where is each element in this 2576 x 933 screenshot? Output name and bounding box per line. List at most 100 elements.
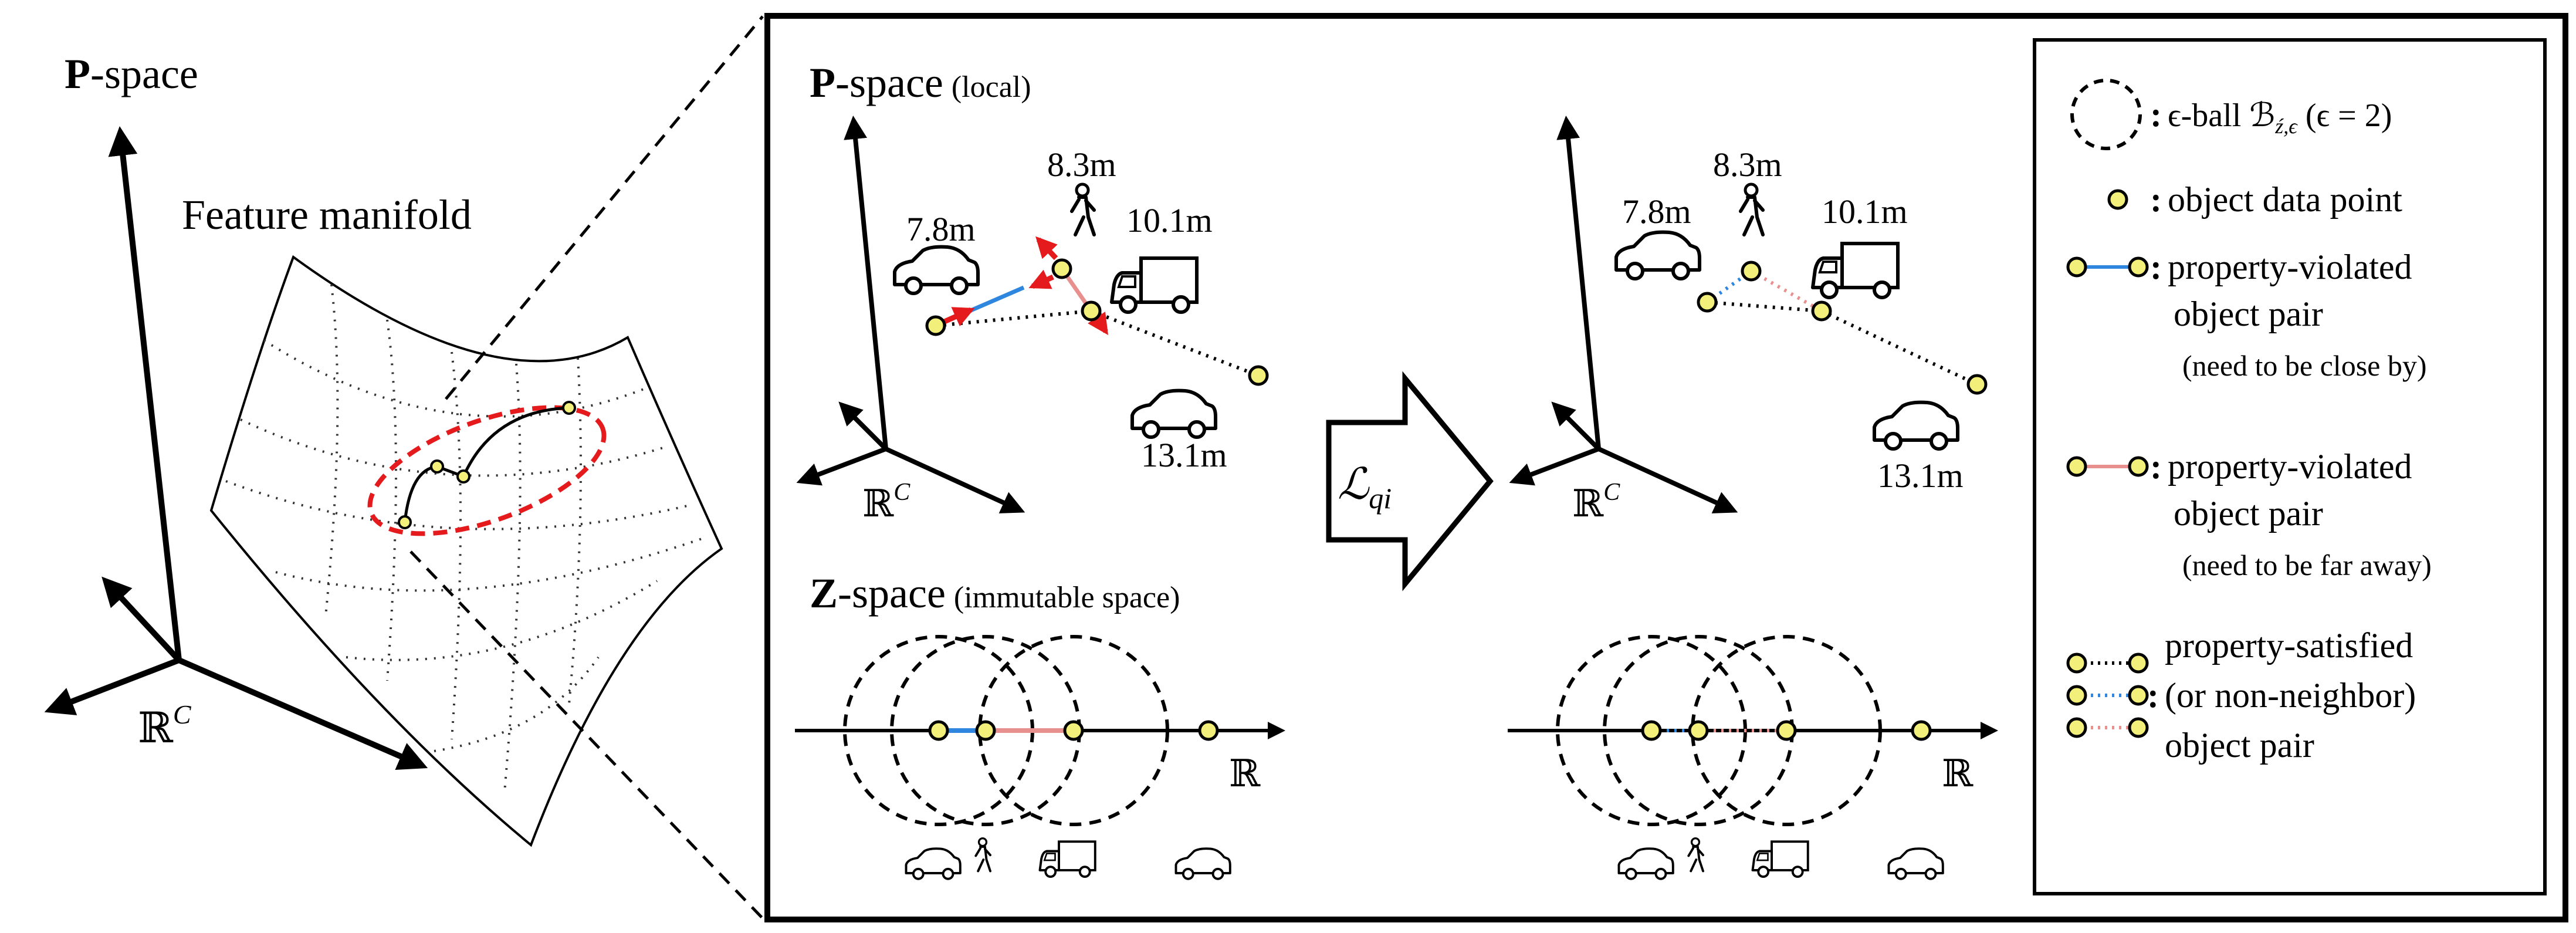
point-truck (1081, 300, 1102, 322)
dist2-car-left: 7.8m (1622, 192, 1691, 231)
pair2-pink (1750, 269, 1823, 313)
pair2-dotted-2 (1820, 309, 1978, 386)
car-icon-left (895, 247, 978, 293)
z2-ped-icon (1687, 837, 1704, 873)
z-point-1 (928, 720, 949, 741)
legend-satisfied-line1: property-satisfied (2165, 626, 2413, 665)
z-point-4 (1198, 720, 1219, 741)
big-arrow-shape (1326, 371, 1494, 591)
left-space-title-bold: P (65, 50, 90, 97)
point2-car-left (1697, 292, 1718, 313)
zoom-box (764, 13, 2568, 922)
p-axis-left (796, 447, 887, 486)
zoom-line-bottom (409, 550, 764, 920)
z-car-icon-2 (1174, 847, 1231, 880)
legend-data-point: :object data point (2150, 180, 2402, 219)
legend-pink-note: (need to be far away) (2182, 549, 2432, 582)
truck2-icon (1813, 244, 1898, 298)
left-axis-up-left (101, 576, 181, 662)
manifold-point-4 (562, 401, 576, 415)
z-truck-icon (1038, 840, 1096, 878)
red-arrow-2 (1028, 269, 1054, 289)
p-axis2-up-left (1551, 401, 1600, 451)
left-axes (44, 126, 428, 770)
legend-eps-ball-text: :ϵ-ball ℬź,ϵ(ϵ = 2) (2150, 95, 2392, 138)
point-car-far (1248, 365, 1269, 386)
feature-manifold (209, 255, 723, 847)
zoom-line-top (445, 15, 764, 400)
car-icon-far (1132, 391, 1216, 437)
pair2-dotted-1 (1707, 300, 1822, 313)
dist2-pedestrian: 8.3m (1713, 146, 1782, 184)
z-axis-label: ℝ (1229, 753, 1261, 795)
point2-truck (1811, 300, 1832, 322)
dist-pedestrian: 8.3m (1047, 146, 1116, 184)
z-ped-icon (974, 837, 991, 873)
point2-car-far (1966, 374, 1988, 395)
p-axis-up-left (838, 401, 888, 451)
legend-blue-pair-icon (2066, 256, 2149, 278)
z-point-3 (1063, 720, 1084, 741)
left-axis-right (178, 657, 428, 770)
z2-car-icon-2 (1887, 847, 1944, 880)
p-space-before: P-space(local) ℝC 7.8m 8.3m 10.1m 13.1m (796, 59, 1269, 525)
legend-satisfied-line3: object pair (2165, 726, 2314, 765)
pedestrian2-icon (1741, 184, 1763, 235)
neighborhood-ellipse (367, 405, 607, 536)
left-axis-vertical (108, 126, 182, 661)
legend-pink-pair-icon (2066, 456, 2149, 477)
left-space-title-rest: -space (90, 50, 198, 97)
manifold-point-3 (456, 469, 470, 484)
z2-axis-label: ℝ (1942, 753, 1974, 795)
red-arrow-3 (1035, 236, 1058, 261)
z2-point-3 (1776, 720, 1797, 741)
point-pedestrian (1051, 258, 1072, 279)
z2-point-2 (1688, 720, 1709, 741)
p-axis2-vertical (1556, 116, 1601, 449)
legend: :ϵ-ball ℬź,ϵ(ϵ = 2) :object data point :… (2033, 38, 2547, 895)
dist-car-left: 7.8m (906, 210, 976, 248)
left-space-title: P-space (65, 50, 198, 97)
legend-blue-line2: object pair (2174, 295, 2323, 333)
truck-icon (1112, 258, 1197, 312)
legend-eps-ball-icon (2070, 79, 2142, 150)
legend-blue-line1: :property-violated (2150, 248, 2412, 286)
loss-arrow: ℒqi (1326, 371, 1494, 591)
z2-truck-icon (1751, 840, 1809, 878)
legend-blue-note: (need to be close by) (2182, 349, 2427, 382)
p-axis2-left (1509, 447, 1600, 486)
dist-truck: 10.1m (1126, 201, 1213, 239)
manifold-outline (209, 255, 723, 847)
legend-pink-line1: :property-violated (2150, 447, 2412, 486)
legend-satisfied-icons (2066, 653, 2149, 738)
left-axis-label: ℝC (138, 699, 192, 752)
loss-label: ℒqi (1338, 461, 1392, 515)
dist-car-far: 13.1m (1141, 436, 1227, 474)
p-axis-right (885, 447, 1025, 513)
red-arrow-1 (943, 307, 975, 327)
left-axis-left (44, 657, 180, 715)
z2-car-icon-1 (1617, 847, 1674, 880)
p-axis2-label: ℝC (1572, 479, 1620, 525)
car2-icon-left (1616, 232, 1700, 279)
z-point-2 (975, 720, 996, 741)
p-axis2-right (1597, 447, 1738, 513)
legend-satisfied-line2: (or non-neighbor) (2165, 676, 2416, 715)
p-space-after: ℝC 7.8m 8.3m 10.1m 13.1m (1509, 116, 1988, 525)
z-space-title: Z-space(immutable space) (810, 570, 1180, 617)
pair-dotted-2 (1090, 309, 1260, 377)
pedestrian-icon (1072, 184, 1094, 235)
manifold-grid (225, 284, 708, 793)
manifold-point-2 (430, 459, 444, 474)
manifold-point-1 (398, 515, 412, 529)
z2-point-1 (1641, 720, 1662, 741)
manifold-label: Feature manifold (182, 191, 472, 238)
z-car-icon-1 (905, 847, 962, 880)
p-space-title: P-space(local) (810, 59, 1031, 106)
dist2-car-far: 13.1m (1877, 457, 1964, 495)
p-axis-label: ℝC (862, 479, 910, 525)
legend-satisfied-colon: : (2147, 676, 2159, 715)
legend-pink-line2: object pair (2174, 494, 2323, 533)
car2-icon-far (1874, 403, 1958, 449)
